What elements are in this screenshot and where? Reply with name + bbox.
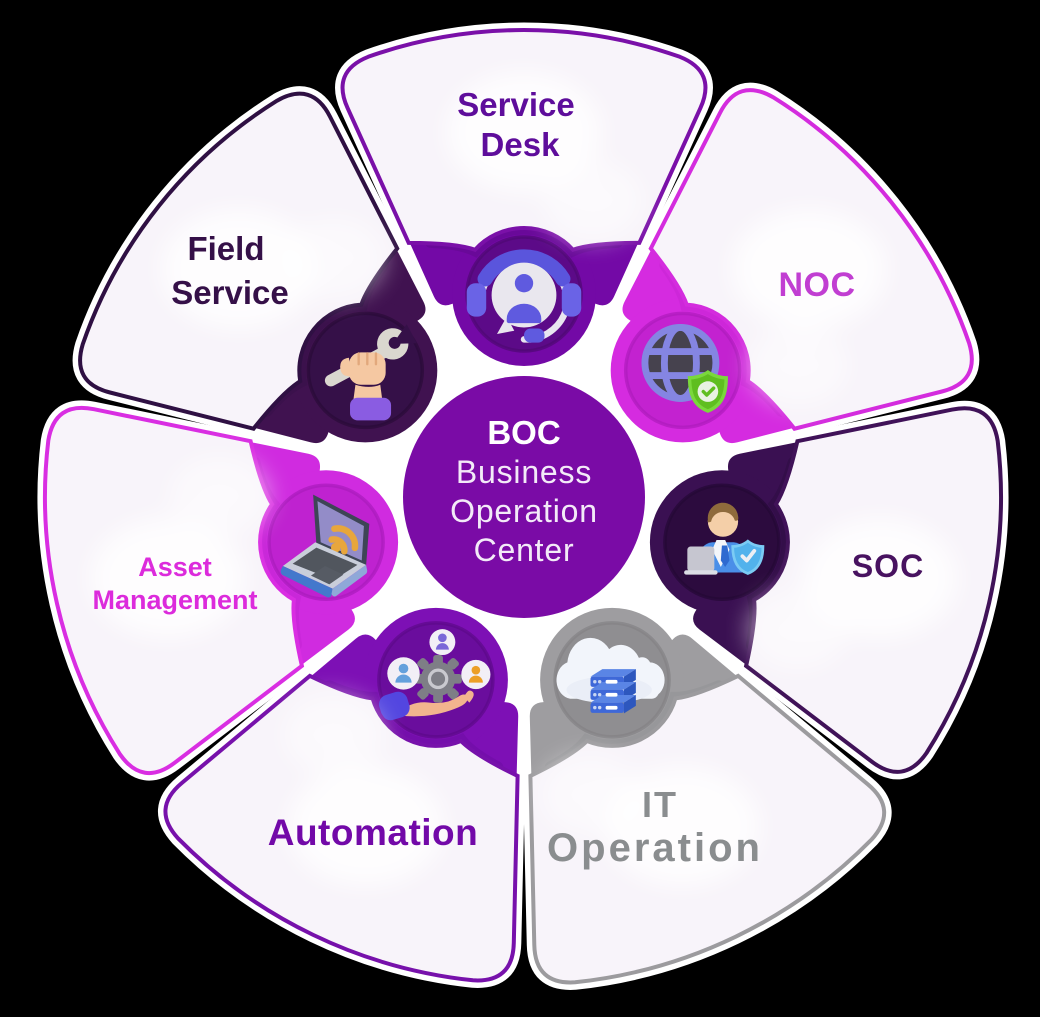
svg-text:IT: IT bbox=[642, 784, 678, 825]
svg-text:Business: Business bbox=[456, 454, 592, 490]
svg-text:Asset: Asset bbox=[138, 552, 212, 582]
svg-text:Operation: Operation bbox=[450, 493, 598, 529]
svg-text:Service: Service bbox=[457, 86, 574, 123]
svg-text:Service: Service bbox=[171, 274, 288, 311]
svg-text:Center: Center bbox=[474, 532, 575, 568]
svg-text:Operation: Operation bbox=[547, 826, 763, 870]
svg-text:NOC: NOC bbox=[778, 266, 855, 304]
svg-text:Management: Management bbox=[92, 585, 257, 615]
svg-text:Field: Field bbox=[187, 230, 264, 267]
svg-text:SOC: SOC bbox=[852, 548, 924, 584]
svg-text:Desk: Desk bbox=[481, 126, 561, 163]
svg-text:Automation: Automation bbox=[268, 812, 479, 853]
svg-text:BOC: BOC bbox=[487, 414, 560, 451]
